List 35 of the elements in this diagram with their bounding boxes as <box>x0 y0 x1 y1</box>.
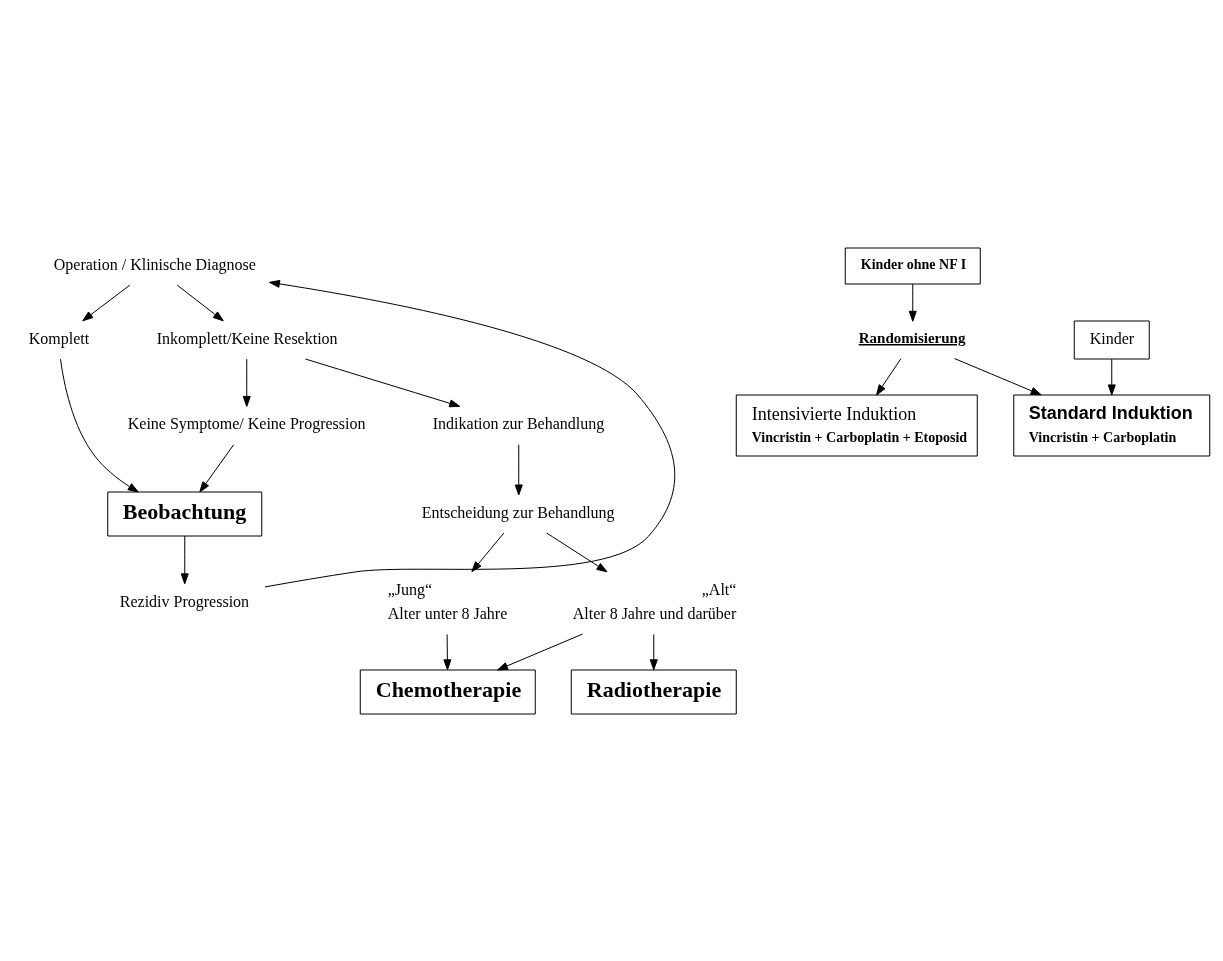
node-box: Beobachtung <box>107 491 263 537</box>
arrow <box>264 279 676 588</box>
node-text: „Jung“ Alter unter 8 Jahre <box>387 580 508 622</box>
arrow <box>546 532 608 573</box>
node-text: Entscheidung zur Behandlung <box>421 503 615 521</box>
node-text: Randomisierung <box>858 330 966 346</box>
node-text: Inkomplett/Keine Resektion <box>156 329 338 347</box>
node-box: Radiotherapie <box>570 669 737 715</box>
node-box: Kinder ohne NF I <box>844 247 981 285</box>
arrow <box>908 283 917 322</box>
node-box: Intensivierte Induktion Vincristin + Carboplatin + Etoposid <box>735 394 978 457</box>
arrow <box>497 633 584 671</box>
arrow <box>876 358 902 396</box>
arrow <box>242 358 251 407</box>
arrow <box>1107 358 1116 396</box>
arrow <box>176 284 224 322</box>
arrow <box>953 358 1042 396</box>
arrow <box>199 444 235 493</box>
node-text: Indikation zur Behandlung <box>432 415 605 433</box>
arrow <box>180 535 189 585</box>
arrow <box>60 358 139 493</box>
arrow <box>649 633 658 671</box>
arrow <box>471 532 505 573</box>
arrow <box>514 444 523 496</box>
node-text: Keine Symptome/ Keine Progression <box>127 415 366 433</box>
arrow <box>443 633 452 671</box>
node-box: Chemotherapie <box>359 669 536 715</box>
node-text: Komplett <box>28 329 90 347</box>
arrow <box>304 358 461 408</box>
node-box: Standard Induktion Vincristin + Carboplatin <box>1013 394 1211 457</box>
node-text: „Alt“ Alter 8 Jahre und darüber <box>572 580 737 622</box>
node-box: Kinder <box>1073 320 1150 360</box>
arrow <box>82 284 131 322</box>
node-text: Operation / Klinische Diagnose <box>53 255 256 273</box>
node-text: Rezidiv Progression <box>119 592 250 610</box>
